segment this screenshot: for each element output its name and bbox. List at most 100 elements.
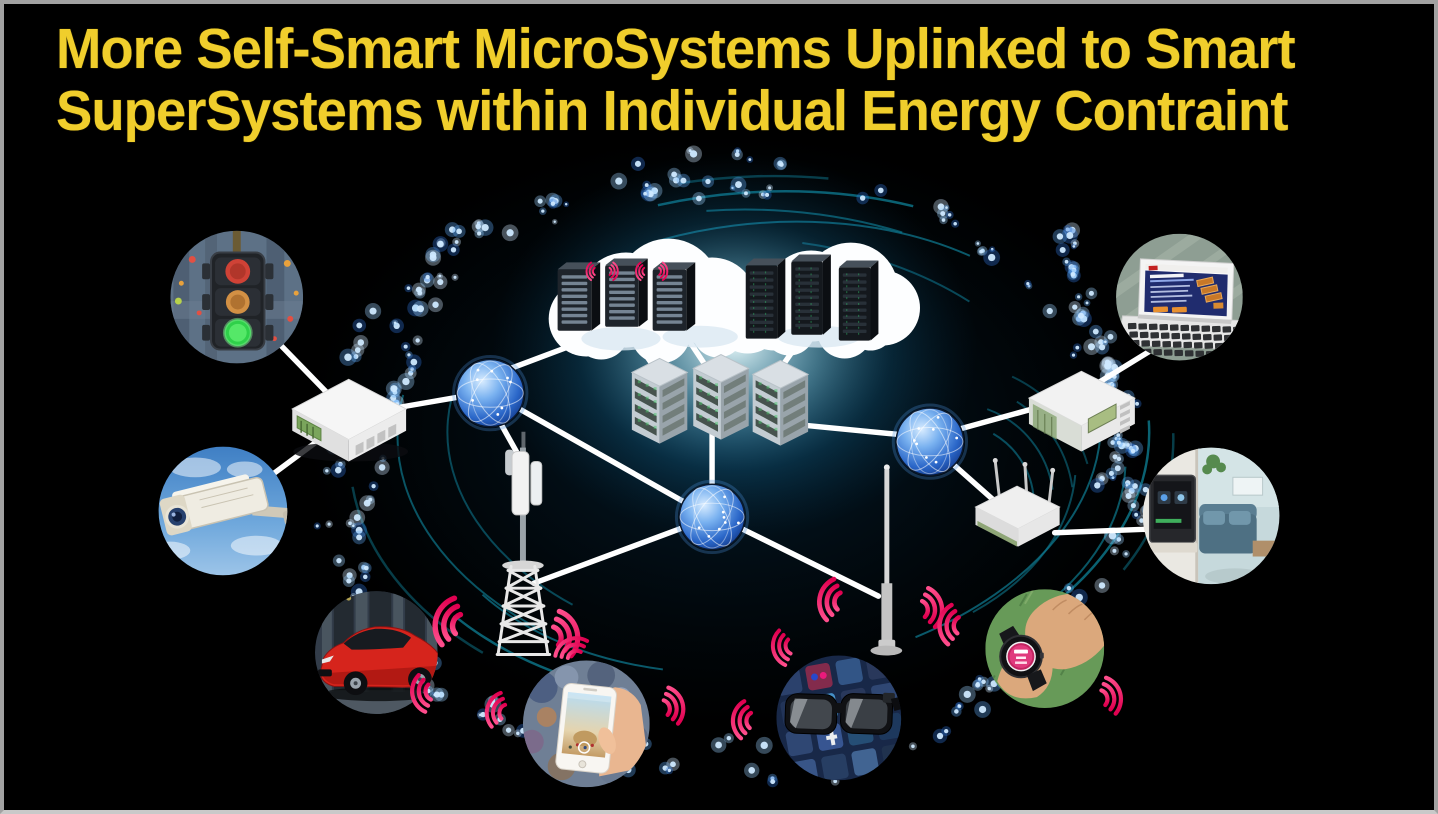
particle-dot xyxy=(1121,476,1135,490)
particle-dot xyxy=(392,319,399,326)
particle-dot xyxy=(350,522,357,529)
particle-dot xyxy=(1094,577,1110,593)
particle-dot xyxy=(385,380,402,397)
smart-home-circle xyxy=(1142,447,1280,585)
server-rack xyxy=(791,254,831,335)
particle-dot xyxy=(1121,489,1136,503)
laptop-key xyxy=(1162,340,1172,348)
particle-dot xyxy=(325,520,333,528)
particle-dot xyxy=(692,191,706,206)
particle-dot xyxy=(425,249,442,266)
slide-title-line1: More Self-Smart MicroSystems Uplinked to… xyxy=(56,17,1296,81)
laptop-key xyxy=(1184,350,1194,357)
particle-dot xyxy=(954,701,964,711)
laptop-key xyxy=(1160,332,1170,339)
particle-dot xyxy=(339,348,357,366)
particle-dot xyxy=(406,354,422,370)
laptop-key xyxy=(1151,340,1161,347)
particle-dot xyxy=(351,343,365,357)
particle-dot xyxy=(1113,534,1125,545)
particle-dot xyxy=(350,350,362,363)
laptop-key xyxy=(1237,352,1243,359)
wifi-signal-icon xyxy=(553,636,590,660)
network-globe xyxy=(452,355,529,432)
connection-line xyxy=(1051,526,1161,536)
laptop-key xyxy=(1141,340,1151,347)
particle-dot xyxy=(1052,229,1068,244)
server-building xyxy=(630,357,689,444)
particle-dot xyxy=(958,685,976,703)
particle-dot xyxy=(701,175,715,188)
wall-control-panel xyxy=(1147,474,1198,553)
particle-dot xyxy=(723,733,734,744)
particle-dot xyxy=(640,189,650,198)
laptop-key xyxy=(1174,349,1184,357)
particle-dot xyxy=(937,207,949,220)
particle-dot xyxy=(429,687,445,702)
laptop-key xyxy=(1150,332,1160,339)
particle-dot xyxy=(313,522,321,530)
particle-dot xyxy=(983,249,1001,266)
access-point-west xyxy=(291,378,409,462)
laptop-key xyxy=(1234,335,1243,342)
connection-line xyxy=(945,456,1002,508)
connection-line xyxy=(786,421,915,439)
wifi-router-east xyxy=(974,457,1061,547)
particle-dot xyxy=(666,757,680,771)
particle-dot xyxy=(976,247,986,256)
coffee-table xyxy=(1252,540,1279,557)
particle-dot xyxy=(1131,510,1141,520)
particle-dot xyxy=(951,219,960,228)
particle-dot xyxy=(643,186,658,202)
particle-dot xyxy=(400,341,411,352)
webpage-button xyxy=(1171,306,1187,313)
particle-dot xyxy=(404,367,417,380)
laptop-key xyxy=(1153,349,1163,356)
particle-dot xyxy=(971,679,984,691)
particle-dot xyxy=(428,297,443,313)
particle-dot xyxy=(933,198,949,215)
particle-dot xyxy=(434,687,449,702)
particle-dot xyxy=(1110,461,1125,476)
laptop-key xyxy=(1193,342,1203,349)
slide-title: More Self-Smart MicroSystems Uplinked to… xyxy=(56,18,1393,142)
grass-blade xyxy=(1018,593,1028,607)
particle-dot xyxy=(451,273,459,281)
particle-dot xyxy=(1128,479,1142,493)
particle-dot xyxy=(685,145,703,163)
particle-dot xyxy=(1055,243,1070,257)
particle-dot xyxy=(1109,451,1121,463)
server-rack xyxy=(652,262,696,331)
particle-dot xyxy=(974,701,991,718)
connection-line xyxy=(398,393,468,410)
wifi-signal-icon xyxy=(937,602,961,647)
particle-dot xyxy=(758,190,768,199)
particle-dot xyxy=(389,318,404,334)
particle-dot xyxy=(412,300,429,317)
cloud-datacenter-east xyxy=(738,242,921,359)
particle-dot xyxy=(1089,478,1105,493)
smart-glasses-circle xyxy=(776,655,902,781)
server-towers-east xyxy=(745,254,879,341)
particle-dot xyxy=(1070,243,1077,250)
particle-dot xyxy=(1062,257,1071,266)
particle-dot xyxy=(856,191,869,205)
particle-dot xyxy=(1061,227,1078,244)
wifi-signal-icon xyxy=(585,261,596,282)
particle-dot xyxy=(676,173,691,188)
particle-dot xyxy=(412,335,423,346)
laptop-key xyxy=(1180,324,1190,332)
laptop-key xyxy=(1138,323,1148,330)
server-buildings xyxy=(630,353,810,446)
particle-dot xyxy=(352,318,367,333)
particle-dot xyxy=(1070,239,1080,248)
particle-dot xyxy=(776,159,787,170)
particle-dot xyxy=(1067,268,1079,280)
smartphone-circle xyxy=(522,660,650,788)
connection-line xyxy=(531,524,689,586)
particle-dot xyxy=(471,220,485,233)
particle-dot xyxy=(452,237,462,247)
particle-dot xyxy=(368,481,379,492)
particle-dot xyxy=(1068,301,1081,314)
